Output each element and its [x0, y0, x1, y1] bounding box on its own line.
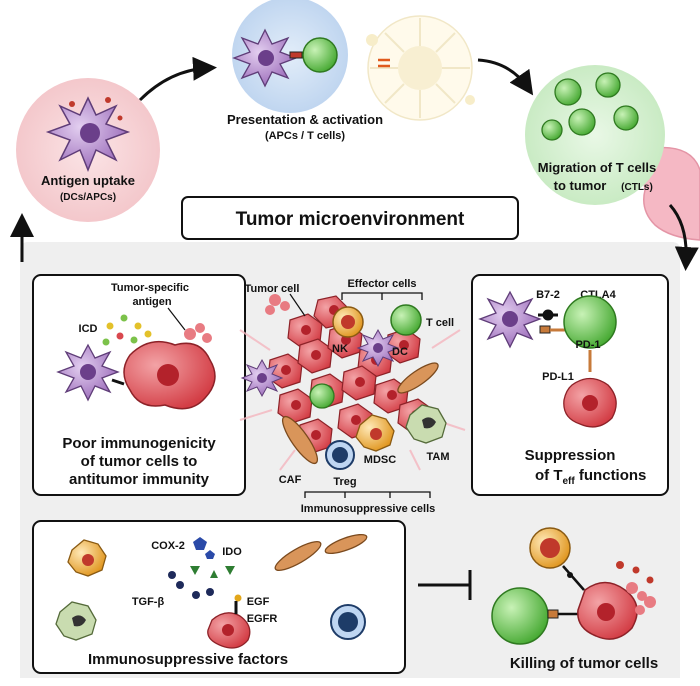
- bottom-mdsc-icon: [67, 539, 107, 577]
- presentation-subtitle: (APCs / T cells): [265, 130, 345, 142]
- right-t-cell-icon: [563, 295, 617, 349]
- mdsc-label: MDSC: [364, 454, 396, 466]
- tumor-cell-label: Tumor cell: [245, 283, 300, 295]
- pd1-label: PD-1: [575, 339, 600, 351]
- dendritic-cell-icon: [45, 96, 131, 173]
- left-debris: [184, 323, 212, 343]
- center-t-cell-icon: [390, 304, 422, 336]
- antigen-uptake-title: Antigen uptake: [41, 173, 135, 188]
- tam-icon: [405, 404, 447, 444]
- poor-immunogenicity-caption-2: of tumor cells to: [81, 453, 198, 470]
- tam-label: TAM: [426, 451, 449, 463]
- apc-icon: [232, 28, 298, 88]
- infiltrating-t-cell-icon: [309, 383, 335, 409]
- bottom-caf-icons: [274, 533, 368, 571]
- effector-cells-label: Effector cells: [347, 278, 416, 290]
- t-cell-icon: [302, 37, 338, 73]
- dc-label: DC: [392, 346, 408, 358]
- killing-caption: Killing of tumor cells: [510, 655, 658, 672]
- pdl1-label: PD-L1: [542, 371, 574, 383]
- migration-title-line2: to tumor: [554, 178, 607, 193]
- nk-cell-icon: [332, 306, 364, 338]
- right-dc-icon: [478, 290, 542, 349]
- center-dc-icon: [356, 328, 400, 368]
- left-tumor-cell-icon: [123, 340, 216, 410]
- tme-title: Tumor microenvironment: [236, 209, 465, 230]
- migration-title-line1: Migration of T cells: [538, 160, 656, 175]
- treg-label: Treg: [333, 476, 356, 488]
- presentation-circle: [232, 0, 348, 113]
- tumor-specific-antigen-label-1: Tumor-specific: [111, 282, 189, 294]
- left-dendritic-cell-icon: [56, 343, 120, 402]
- suppression-caption-1: Suppression: [525, 447, 616, 464]
- egf-label: EGF: [247, 596, 270, 608]
- suppression-caption-2: of Teff functions: [535, 467, 646, 487]
- arrow-presentation-to-migration: [477, 58, 534, 96]
- migration-subtitle: (CTLs): [621, 182, 653, 193]
- bottom-tumor-cell-icon: [207, 601, 251, 649]
- poor-immunogenicity-caption-1: Poor immunogenicity: [62, 435, 216, 452]
- caf-label: CAF: [279, 474, 302, 486]
- presentation-title: Presentation & activation: [227, 112, 383, 127]
- mdsc-icon: [355, 414, 395, 452]
- nk-label: NK: [332, 343, 348, 355]
- tme-title-box: [181, 196, 519, 240]
- treg-icon: [325, 440, 355, 470]
- antigen-uptake-subtitle: (DCs/APCs): [60, 192, 116, 203]
- lysis-marks: [378, 58, 390, 68]
- immunosuppressive-factors-caption: Immunosuppressive factors: [88, 651, 288, 668]
- receptor-icon: [111, 378, 125, 386]
- t-cell-label: T cell: [426, 317, 454, 329]
- caf-icon: [282, 415, 318, 465]
- pdl1-receptor-icon: [539, 325, 551, 334]
- b7-ctla4-binding: [538, 309, 558, 321]
- inhibition-symbol: [418, 570, 472, 600]
- arrow-right-down: [668, 203, 699, 271]
- immunosuppressive-cells-label: Immunosuppressive cells: [301, 503, 436, 515]
- arrow-uptake-to-presentation: [138, 56, 217, 102]
- caf-icon-2: [397, 362, 439, 394]
- ido-label: IDO: [222, 546, 242, 558]
- antigen-uptake-circle: Antigen uptake (DCs/APCs): [16, 78, 160, 222]
- factor-molecules: [168, 537, 242, 602]
- killing-nk-cell-icon: [529, 527, 571, 569]
- poor-immunogenicity-caption-3: antitumor immunity: [69, 471, 210, 488]
- egfr-label: EGFR: [247, 613, 278, 625]
- bottom-treg-icon: [330, 604, 366, 640]
- bottom-tam-icon: [55, 601, 97, 641]
- b7-2-label: B7-2: [536, 289, 560, 301]
- killing-illustration: [491, 527, 656, 645]
- tgfb-label: TGF-β: [132, 596, 165, 608]
- outer-dc-icon: [240, 358, 284, 398]
- antigen-dots: [102, 314, 152, 346]
- migration-circle: Migration of T cells to tumor (CTLs): [525, 65, 665, 205]
- cox2-label: COX-2: [151, 540, 185, 552]
- dying-tumor-cell-icon: [366, 15, 475, 121]
- right-tumor-cell-icon: [563, 377, 617, 428]
- immunosuppressive-factors-panel: [32, 520, 406, 674]
- tumor-specific-antigen-label-2: antigen: [132, 296, 171, 308]
- icd-label: ICD: [79, 323, 98, 335]
